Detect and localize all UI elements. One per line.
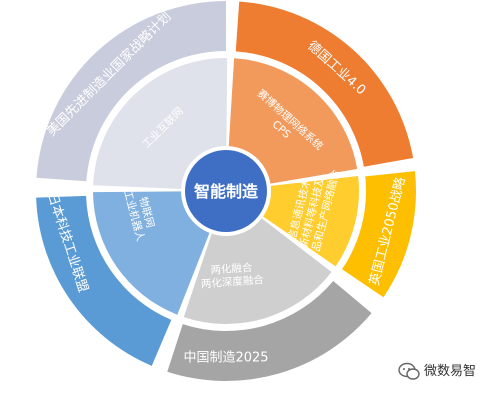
- watermark: 微数易智: [398, 362, 476, 380]
- inner-segment-japan: [93, 191, 210, 315]
- outer-segment-germany: [235, 1, 414, 167]
- outer-segment-japan: [36, 195, 172, 366]
- outer-segment-china: [167, 280, 372, 381]
- inner-segment-usa: [93, 58, 228, 190]
- outer-label-china: 中国制造2025: [183, 351, 268, 366]
- inner-segment-china: [183, 218, 332, 324]
- center-circle: [185, 150, 267, 232]
- inner-label-china: 两化融合两化深度融合: [200, 260, 265, 290]
- inner-segment-uk: [263, 175, 359, 267]
- inner-label-line: 两化深度融合: [200, 273, 264, 290]
- outer-segment-uk: [342, 171, 417, 298]
- center-label: 智能制造: [194, 182, 259, 201]
- watermark-text: 微数易智: [424, 364, 476, 379]
- inner-label-line: 两化融合: [210, 261, 253, 277]
- outer-ring: 美国先进制造业国家战略计划德国工业4.0英国工业2050战略中国制造2025日本…: [36, 1, 417, 381]
- inner-ring: 工业互联网赛博物理网络系统CPS信息通讯技术新材料等科技及产品和生产网络融合两化…: [93, 58, 359, 324]
- wechat-icon: [398, 362, 420, 380]
- center-group: 智能制造: [185, 150, 267, 232]
- outer-segment-usa: [36, 1, 226, 182]
- inner-segment-germany: [228, 58, 358, 184]
